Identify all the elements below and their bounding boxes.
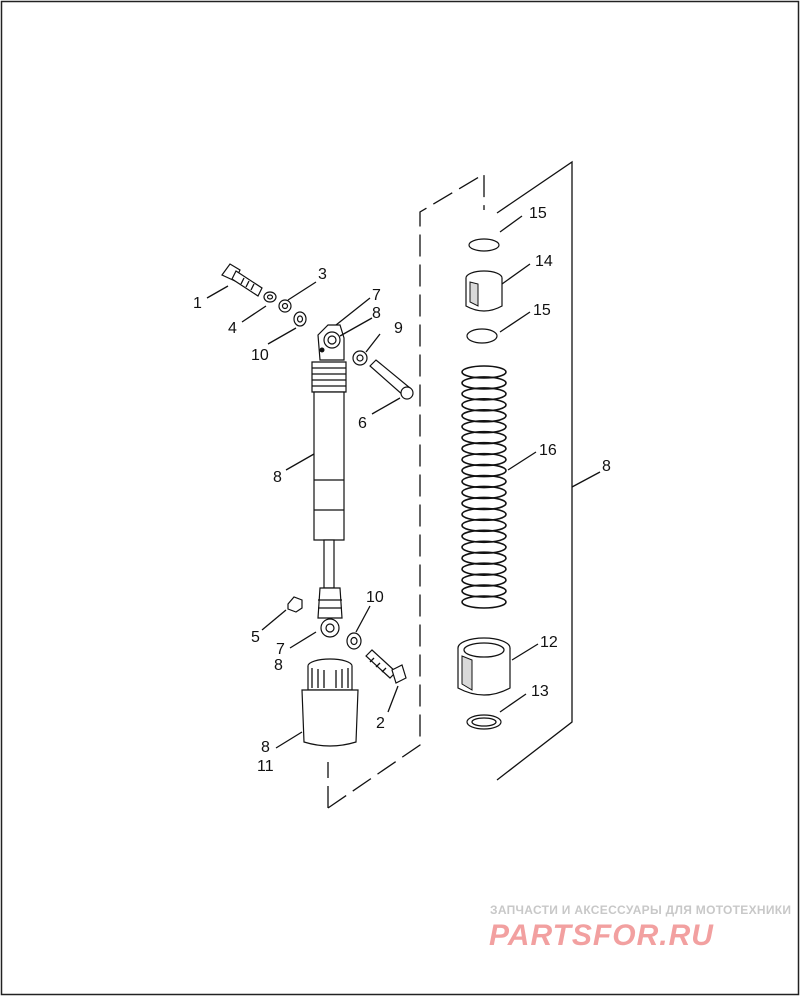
spring-coil xyxy=(461,584,507,598)
callout-8-body: 8 xyxy=(273,469,282,486)
spring-coil xyxy=(461,540,507,555)
callout-12: 12 xyxy=(540,634,558,651)
callout-14: 14 xyxy=(535,253,553,270)
spring-coil xyxy=(461,430,507,445)
callout-10-upper: 10 xyxy=(251,347,269,364)
spring-coil xyxy=(461,573,507,587)
callout-13: 13 xyxy=(531,683,549,700)
spring-coil xyxy=(461,496,507,511)
leader-lines xyxy=(206,215,539,749)
spring-coil xyxy=(461,474,507,489)
bushing-14 xyxy=(465,270,503,312)
callout-9: 9 xyxy=(394,320,403,337)
callout-8-bracket: 8 xyxy=(602,458,611,475)
spring-coil xyxy=(461,518,507,533)
callout-5: 5 xyxy=(251,629,260,646)
shock-absorber xyxy=(311,324,347,638)
callout-8-upper: 8 xyxy=(372,305,381,322)
callout-2: 2 xyxy=(376,715,385,732)
callout-7-upper: 7 xyxy=(372,287,381,304)
callout-11: 11 xyxy=(257,758,274,775)
watermark-tagline: ЗАПЧАСТИ И АКСЕССУАРЫ ДЛЯ МОТОТЕХНИКИ xyxy=(490,903,791,917)
callout-15-upper: 15 xyxy=(529,205,547,222)
cup-12 xyxy=(457,637,511,696)
callout-10-lower: 10 xyxy=(366,589,384,606)
bolt-lower xyxy=(365,649,407,684)
spring-coil xyxy=(461,376,507,390)
nut-5 xyxy=(287,596,303,613)
bolt-upper xyxy=(221,263,263,297)
callout-3: 3 xyxy=(318,266,327,283)
retaining-ring-15-lower xyxy=(466,328,498,344)
callout-16: 16 xyxy=(539,442,557,459)
snap-ring-13 xyxy=(466,714,502,730)
spring-coil xyxy=(461,507,507,522)
spring-coil xyxy=(461,409,507,423)
callout-4: 4 xyxy=(228,320,237,337)
callout-1: 1 xyxy=(193,295,202,312)
spring-coil xyxy=(461,595,507,609)
callout-15-lower: 15 xyxy=(533,302,551,319)
spring-coil xyxy=(461,463,507,478)
boot-11 xyxy=(301,658,359,747)
callout-8-lower: 8 xyxy=(274,657,283,674)
spring-coil xyxy=(461,419,507,434)
spring-coil xyxy=(461,529,507,544)
spring-coil xyxy=(461,365,507,379)
spring-coil xyxy=(461,562,507,576)
spring-coil xyxy=(461,441,507,456)
spring-coil xyxy=(461,551,507,565)
watermark-brand: PARTSFOR.RU xyxy=(489,919,714,952)
spring-coil xyxy=(461,398,507,412)
spring-coil xyxy=(461,485,507,500)
callout-8-boot: 8 xyxy=(261,739,270,756)
assembly-bracket xyxy=(327,160,601,809)
retaining-ring-15-upper xyxy=(468,238,500,252)
callout-6: 6 xyxy=(358,415,367,432)
spring-16 xyxy=(461,365,507,609)
spring-coil xyxy=(461,452,507,467)
spring-coil xyxy=(461,387,507,401)
callout-7-lower: 7 xyxy=(276,641,285,658)
